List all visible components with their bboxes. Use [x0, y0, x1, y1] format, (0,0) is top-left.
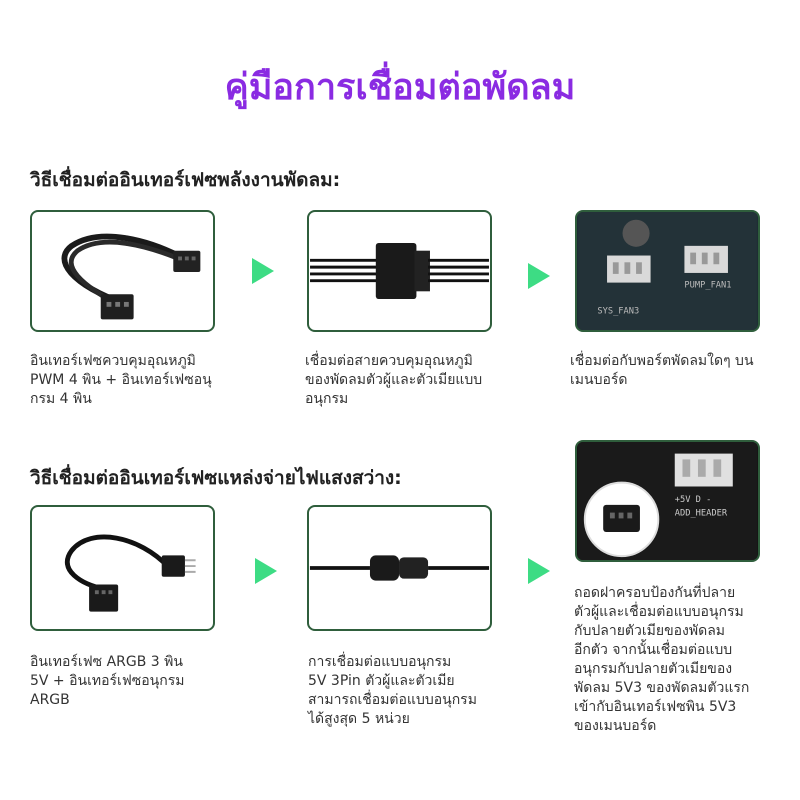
- motherboard-argb-header-image: +5V D - ADD_HEADER: [575, 440, 760, 562]
- step-caption: อินเทอร์เฟซควบคุมอุณหภูมิ PWM 4 พิน + อิ…: [30, 353, 212, 407]
- page-title: คู่มือการเชื่อมต่อพัดลม: [224, 67, 576, 108]
- motherboard-fan-header-image: SYS_FAN3 PUMP_FAN1: [575, 210, 760, 332]
- arrow-right-icon: [255, 558, 277, 584]
- section-heading-argb: วิธีเชื่อมต่ออินเทอร์เฟซแหล่งจ่ายไฟแสงสว…: [30, 467, 402, 489]
- step-caption: ถอดฝาครอบป้องกันที่ปลาย ตัวผู้และเชื่อมต…: [574, 585, 750, 734]
- argb-serial-connector-image: [307, 505, 492, 631]
- pwm-cable-image: [30, 210, 215, 332]
- arrow-right-icon: [528, 263, 550, 289]
- arrow-right-icon: [528, 558, 550, 584]
- argb-header-pin-label: +5V D -: [675, 495, 712, 505]
- step-caption: เชื่อมต่อกับพอร์ตพัดลมใดๆ บน เมนบอร์ด: [570, 353, 754, 388]
- section-heading-fan-power: วิธีเชื่อมต่ออินเทอร์เฟซพลังงานพัดลม:: [30, 169, 341, 191]
- fan-splitter-image: [307, 210, 492, 332]
- step-caption: เชื่อมต่อสายควบคุมอุณหภูมิ ของพัดลมตัวผู…: [305, 353, 483, 407]
- argb-header-name-label: ADD_HEADER: [675, 509, 728, 519]
- fan-header-label-left: SYS_FAN3: [597, 307, 639, 317]
- arrow-right-icon: [252, 258, 274, 284]
- argb-cable-image: [30, 505, 215, 631]
- fan-header-label-right: PUMP_FAN1: [684, 280, 731, 290]
- step-caption: อินเทอร์เฟซ ARGB 3 พิน 5V + อินเทอร์เฟซอ…: [30, 654, 185, 708]
- step-caption: การเชื่อมต่อแบบอนุกรม 5V 3Pin ตัวผู้และต…: [308, 654, 477, 727]
